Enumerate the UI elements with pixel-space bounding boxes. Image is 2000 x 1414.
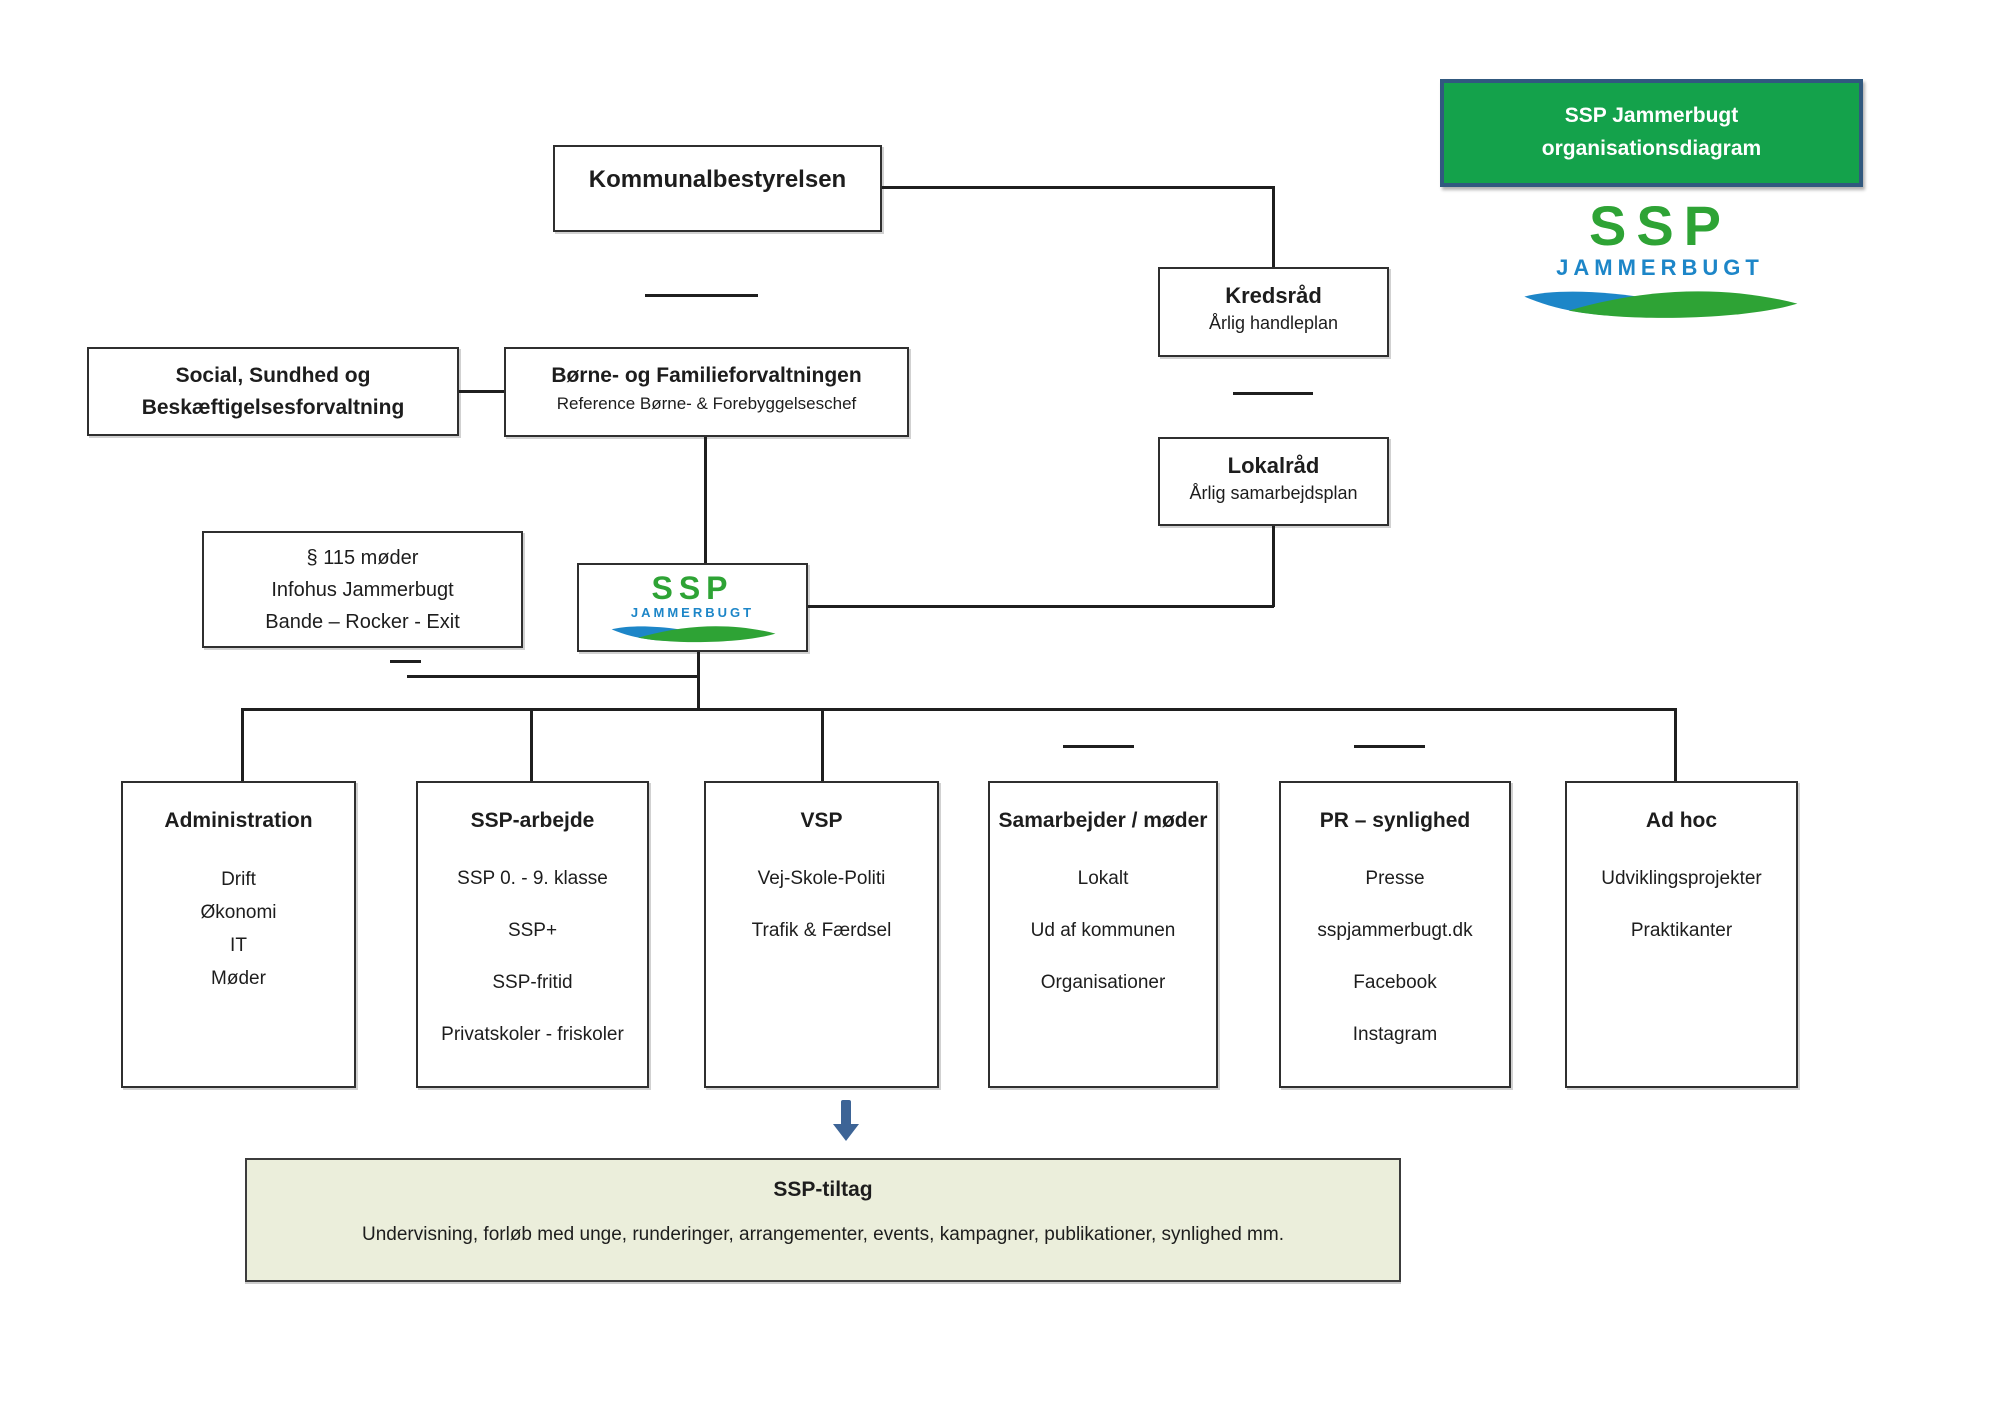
column-administration: Administration Drift Økonomi IT Møder (121, 781, 356, 1088)
list-item: Praktikanter (1630, 920, 1733, 942)
column-ssp-arbejde-title: SSP-arbejde (470, 809, 595, 832)
ssp-logo-mid-subtext: JAMMERBUGT (630, 604, 755, 620)
connector-dash-kredsraad-lokalraad (1233, 392, 1313, 395)
ssp-logo-large: SSP JAMMERBUGT (1495, 198, 1825, 321)
list-item: SSP-fritid (492, 972, 573, 994)
ssp-logo-mid-waves-icon (611, 625, 775, 642)
list-item: Lokalt (1077, 868, 1129, 890)
node-boerne-title: Børne- og Familieforvaltningen (551, 364, 862, 387)
connector-drop-ssp-arbejde (530, 708, 533, 781)
connector-logo-to-bus (697, 652, 700, 710)
column-ssp-arbejde: SSP-arbejde SSP 0. - 9. klasse SSP+ SSP-… (416, 781, 649, 1088)
connector-drop-vsp (821, 708, 824, 781)
node-ssp-tiltag: SSP-tiltag Undervisning, forløb med unge… (245, 1158, 1401, 1282)
list-item: Trafik & Færdsel (751, 920, 892, 942)
down-arrow-icon (833, 1100, 859, 1146)
column-ad-hoc: Ad hoc Udviklingsprojekter Praktikanter (1565, 781, 1798, 1088)
node-lokalraad: Lokalråd Årlig samarbejdsplan (1158, 437, 1389, 526)
column-vsp-title: VSP (800, 809, 843, 832)
list-item: SSP+ (507, 920, 558, 942)
connector-dash-samarbejder (1063, 745, 1134, 748)
column-pr-synlighed: PR – synlighed Presse sspjammerbugt.dk F… (1279, 781, 1511, 1088)
node-kommunalbestyrelsen-title: Kommunalbestyrelsen (588, 166, 847, 193)
connector-dash-below-kommunal (645, 294, 758, 297)
ssp-logo-mid-text: SSP (651, 569, 734, 606)
node-kredsraad: Kredsråd Årlig handleplan (1158, 267, 1389, 357)
list-item: sspjammerbugt.dk (1317, 920, 1473, 942)
list-item: Instagram (1352, 1024, 1438, 1046)
connector-boerne-to-logo (704, 437, 707, 563)
node-boerne-familie: Børne- og Familieforvaltningen Reference… (504, 347, 909, 437)
connector-stray-mid-line (407, 675, 699, 678)
node-par115-line3: Bande – Rocker - Exit (265, 610, 460, 633)
column-vsp-items: Vej-Skole-Politi Trafik & Færdsel (714, 865, 929, 945)
connector-dash-pr (1354, 745, 1425, 748)
list-item: IT (230, 935, 247, 957)
node-boerne-subtitle: Reference Børne- & Forebyggelseschef (556, 394, 857, 414)
column-administration-items: Drift Økonomi IT Møder (131, 863, 346, 995)
ssp-logo-waves-icon (1524, 291, 1798, 318)
node-kredsraad-title: Kredsråd (1225, 283, 1322, 308)
list-item: Presse (1365, 868, 1425, 890)
connector-drop-ad-hoc (1674, 708, 1677, 781)
node-kommunalbestyrelsen: Kommunalbestyrelsen (553, 145, 882, 232)
down-arrow-shaft (841, 1100, 851, 1126)
node-ssp-tiltag-body: Undervisning, forløb med unge, rundering… (361, 1224, 1284, 1245)
connector-social-to-boerne (459, 390, 504, 393)
list-item: Facebook (1353, 972, 1437, 994)
connector-kommunal-to-kredsraad-h (882, 186, 1274, 189)
node-par115-line2: Infohus Jammerbugt (271, 578, 454, 601)
connector-lokalraad-drop (1272, 526, 1275, 607)
connector-dash-below-par115 (390, 660, 421, 663)
column-administration-title: Administration (164, 809, 313, 832)
node-lokalraad-subtitle: Årlig samarbejdsplan (1189, 482, 1358, 503)
node-lokalraad-title: Lokalråd (1227, 453, 1320, 478)
node-social-sundhed: Social, Sundhed og Beskæftigelsesforvalt… (87, 347, 459, 436)
node-par115-moeder: § 115 møder Infohus Jammerbugt Bande – R… (202, 531, 523, 648)
list-item: Økonomi (200, 902, 277, 924)
column-ad-hoc-items: Udviklingsprojekter Praktikanter (1575, 865, 1788, 945)
node-social-line1: Social, Sundhed og (175, 364, 371, 387)
list-item: Vej-Skole-Politi (757, 868, 886, 890)
node-par115-line1: § 115 møder (306, 546, 419, 569)
diagram-title-line1: SSP Jammerbugt (1564, 104, 1739, 128)
connector-drop-administration (241, 708, 244, 781)
column-ssp-arbejde-items: SSP 0. - 9. klasse SSP+ SSP-fritid Priva… (426, 865, 639, 1049)
column-ad-hoc-title: Ad hoc (1645, 809, 1718, 832)
list-item: Møder (211, 968, 266, 990)
diagram-title-line2: organisationsdiagram (1541, 137, 1762, 160)
list-item: Drift (221, 869, 256, 891)
connector-bus-horizontal (243, 708, 1677, 711)
column-samarbejder-moeder: Samarbejder / møder Lokalt Ud af kommune… (988, 781, 1218, 1088)
list-item: Privatskoler - friskoler (441, 1024, 624, 1046)
node-ssp-logo: SSP JAMMERBUGT (577, 563, 808, 652)
column-samarbejder-title: Samarbejder / møder (998, 809, 1208, 832)
list-item: Ud af kommunen (1030, 920, 1176, 942)
ssp-logo-text: SSP (1588, 194, 1732, 257)
node-social-line2: Beskæftigelsesforvaltning (141, 395, 405, 419)
connector-kommunal-to-kredsraad-v (1272, 186, 1275, 267)
ssp-logo-subtext: JAMMERBUGT (1556, 255, 1764, 280)
connector-logo-to-lokalraad-h (808, 605, 1274, 608)
column-vsp: VSP Vej-Skole-Politi Trafik & Færdsel (704, 781, 939, 1088)
column-pr-items: Presse sspjammerbugt.dk Facebook Instagr… (1289, 865, 1501, 1049)
down-arrow-head (833, 1124, 859, 1141)
column-pr-title: PR – synlighed (1319, 809, 1471, 832)
node-kredsraad-subtitle: Årlig handleplan (1208, 312, 1339, 333)
list-item: Organisationer (1040, 972, 1166, 994)
list-item: SSP 0. - 9. klasse (457, 868, 608, 890)
list-item: Udviklingsprojekter (1601, 868, 1762, 890)
node-ssp-tiltag-title: SSP-tiltag (773, 1178, 873, 1201)
diagram-title-box: SSP Jammerbugt organisationsdiagram (1440, 79, 1863, 187)
column-samarbejder-items: Lokalt Ud af kommunen Organisationer (998, 865, 1208, 997)
